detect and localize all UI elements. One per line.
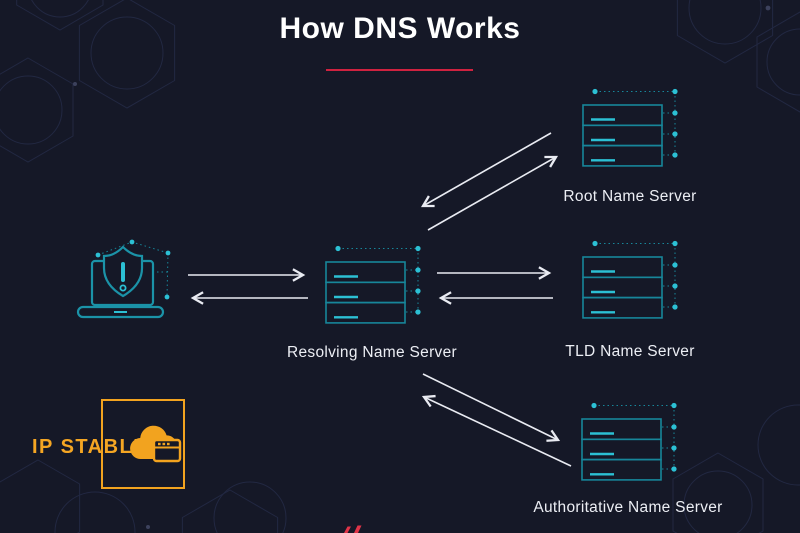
node-label-tld: TLD Name Server <box>565 343 695 360</box>
server-stack-icon <box>582 240 678 319</box>
brand-name: IP STABLE <box>32 436 149 458</box>
cloud-hosting-icon <box>130 425 182 463</box>
node-authoritative-server <box>574 402 684 493</box>
arrow-resolver-to-root <box>427 155 559 231</box>
node-tld-server <box>575 240 685 331</box>
server-stack-icon <box>581 402 677 481</box>
arrow-root-to-resolver <box>420 132 552 208</box>
node-label-root: Root Name Server <box>563 188 697 205</box>
arrow-authoritative-to-resolver <box>421 394 572 467</box>
arrow-resolver-to-authoritative <box>422 373 561 442</box>
node-label-authoritative: Authoritative Name Server <box>533 499 723 516</box>
node-label-resolving: Resolving Name Server <box>287 344 457 361</box>
node-client <box>65 228 175 333</box>
logo-frame <box>101 399 185 489</box>
node-resolving-server <box>318 245 428 336</box>
server-stack-icon <box>582 88 678 167</box>
node-root-server <box>575 88 685 179</box>
server-stack-icon <box>325 245 421 324</box>
title-underline <box>326 69 473 71</box>
page-title: How DNS Works <box>279 12 521 45</box>
laptop-shield-icon <box>76 239 171 319</box>
